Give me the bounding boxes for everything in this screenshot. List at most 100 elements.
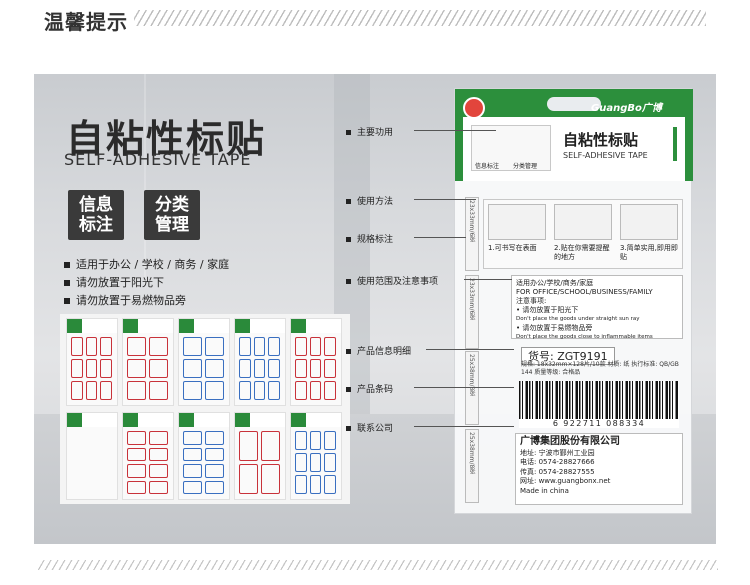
callout-leader [414,199,476,200]
product-spec: 规格: 18x32mm×128片/10款 材质: 纸 执行标准: QB/GB 1… [521,361,679,376]
footer-hatch-divider [38,560,718,570]
package-green-bar [673,127,677,161]
product-package: GuangBo广博 信息标注 分类管理 自粘性标贴 SELF-ADHESIVE … [454,88,693,514]
label-sheet [122,412,174,500]
label-sticker [183,359,202,378]
label-sticker [205,464,224,478]
hanger-hole [547,97,601,111]
label-sticker [183,431,202,445]
company-line: Made in china [520,486,569,495]
label-sheet [234,412,286,500]
barcode [519,381,679,419]
feature-3: 请勿放置于易燃物品旁 [64,292,186,308]
label-sticker [183,381,202,400]
bullet-square-icon [346,199,351,204]
label-sticker [183,464,202,478]
icon-label-1: 信息标注 [475,163,500,170]
bullet-square-icon [64,298,70,304]
scope-line: • 请勿放置于阳光下 [516,306,579,314]
scope-line: • 请勿放置于易燃物品旁 [516,324,593,332]
label-sheet [290,412,342,500]
label-sticker [309,337,322,356]
callout-usage: 使用方法 [346,194,393,207]
callout-leader [414,387,514,388]
label-sticker [149,337,168,356]
usage-steps: 1.可书写在表面 2.贴在你需要提醒的地方 3.简单实用,即用即贴 [483,199,683,269]
label-sticker [149,447,168,461]
sheet-header [67,413,117,427]
label-sticker [309,431,322,450]
label-sticker [100,337,112,356]
badge-info-label: 信息 标注 [68,190,124,240]
label-sticker [85,337,98,356]
label-sticker [295,337,307,356]
label-sheet [122,318,174,406]
callout-leader [414,426,514,427]
label-sticker [253,381,266,400]
label-sheet [66,318,118,406]
package-name-en: SELF-ADHESIVE TAPE [563,151,648,160]
label-sticker [295,475,307,494]
label-sticker [205,381,224,400]
sheet-header [123,413,173,427]
label-sticker [71,381,83,400]
label-sticker [127,464,146,478]
label-sticker [71,359,83,378]
label-sticker [100,359,112,378]
callout-barcode: 产品条码 [346,382,393,395]
scope-line: FOR OFFICE/SCHOOL/BUSINESS/FAMILY [516,288,653,296]
label-sticker [324,431,336,450]
callout-leader [414,237,466,238]
label-sticker [205,447,224,461]
label-sticker [205,359,224,378]
company-name: 广博集团股份有限公司 [520,436,620,447]
label-sticker [149,359,168,378]
product-photo-panel: 自粘性标贴 SELF-ADHESIVE TAPE 信息 标注 分类 管理 适用于… [34,74,716,544]
label-sticker [261,464,280,494]
package-brand: GuangBo广博 [591,103,662,114]
bullet-square-icon [346,349,351,354]
label-sticker [127,337,146,356]
badge-category-manage: 分类 管理 [144,190,200,240]
label-sticker [295,359,307,378]
usage-icons [471,125,551,171]
label-sticker [324,381,336,400]
company-info: 广博集团股份有限公司 地址: 宁波市鄞州工业园 电话: 0574-2882766… [515,433,683,505]
label-sticker [309,359,322,378]
label-sticker [324,475,336,494]
label-sticker [205,480,224,494]
label-sticker [239,337,251,356]
step-1-illustration [488,204,546,240]
sheet-header [67,319,117,333]
label-sticker [239,381,251,400]
callout-scope-notes: 使用范围及注意事项 [346,274,438,287]
label-sticker [127,480,146,494]
callout-leader [414,130,496,131]
icon-label-2: 分类管理 [513,163,538,170]
label-sticker [268,381,280,400]
sheet-header [291,413,341,427]
label-sticker [309,381,322,400]
label-sheet [234,318,286,406]
label-sticker [205,337,224,356]
callout-product-info: 产品信息明细 [346,344,411,357]
company-line: 地址: 宁波市鄞州工业园 [520,448,595,457]
callout-contact: 联系公司 [346,421,393,434]
label-sticker [85,381,98,400]
label-sticker [127,381,146,400]
scope-line: Don't place the goods under straight sun… [516,316,640,322]
brand-logo-icon [463,97,485,119]
sheet-header [179,319,229,333]
sheet-header [291,319,341,333]
label-sticker [253,359,266,378]
usage-scope-notes: 适用办公/学校/商务/家庭 FOR OFFICE/SCHOOL/BUSINESS… [511,275,683,340]
step-3-illustration [620,204,678,240]
label-sticker [295,381,307,400]
scope-line: Don't place the goods close to inflammab… [516,334,653,340]
label-sheet [178,318,230,406]
background-window [144,74,354,284]
callout-main-function: 主要功用 [346,125,393,138]
bullet-square-icon [64,280,70,286]
scope-line: 注意事项: [516,297,547,305]
callout-leader [464,279,512,280]
